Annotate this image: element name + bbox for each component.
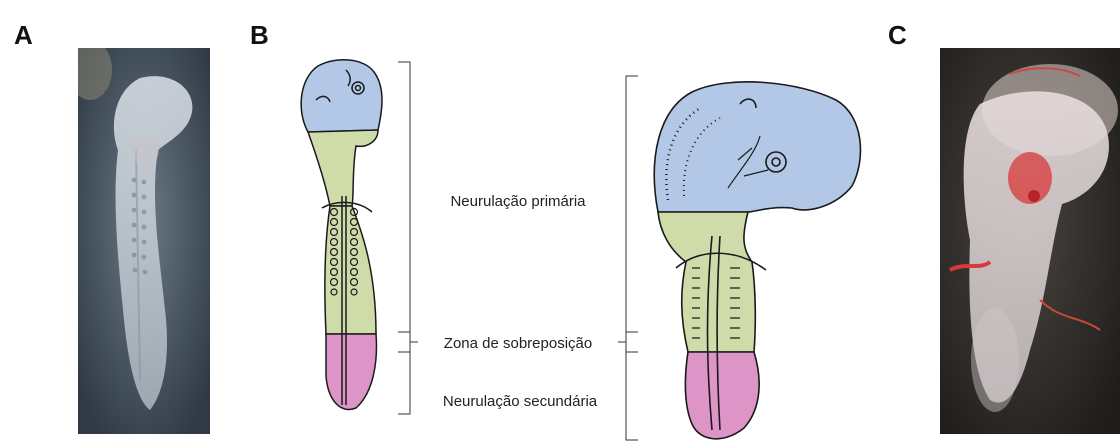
bracket-left (398, 62, 418, 414)
label-secondary-neurulation: Neurulação secundária (443, 393, 598, 410)
panel-letter-a: A (14, 20, 33, 50)
bracket-right (618, 76, 638, 440)
embryo-diagram-small (301, 60, 382, 410)
panel-letter-c: C (888, 20, 907, 50)
label-overlap-zone: Zona de sobreposição (444, 335, 592, 352)
panel-letter-b: B (250, 20, 269, 50)
embryo-diagram-large (654, 82, 860, 439)
embryo-photo-c (940, 48, 1120, 434)
label-primary-neurulation: Neurulação primária (450, 193, 586, 210)
embryo-photo-a (68, 40, 210, 434)
